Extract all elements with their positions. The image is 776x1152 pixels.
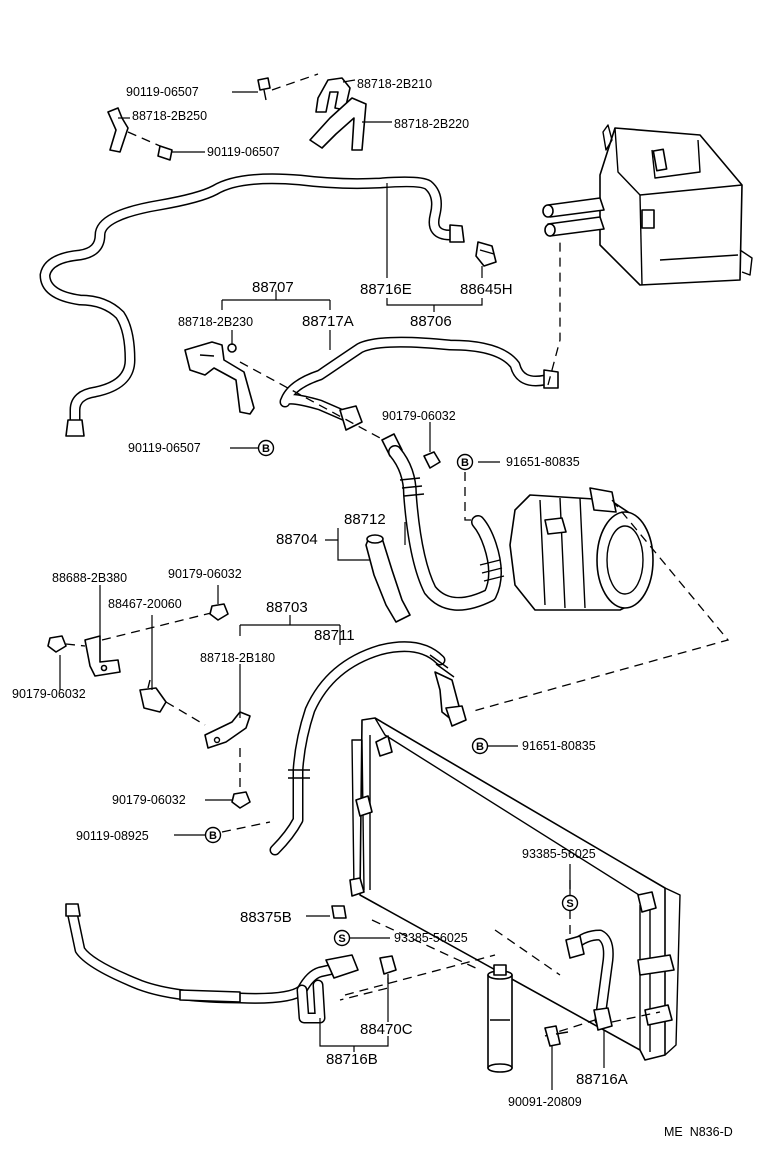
label-90179-06032-lower: 90179-06032 bbox=[112, 793, 186, 807]
label-88717a: 88717A bbox=[302, 313, 354, 330]
label-93385-56025-left: 93385-56025 bbox=[394, 931, 468, 945]
condenser bbox=[349, 717, 681, 1061]
svg-text:B: B bbox=[262, 443, 270, 455]
label-90119-06507-top: 90119-06507 bbox=[126, 85, 199, 99]
svg-text:S: S bbox=[338, 933, 345, 945]
label-88716b: 88716B bbox=[326, 1051, 378, 1068]
label-88645h: 88645H bbox=[460, 281, 513, 298]
svg-text:B: B bbox=[476, 741, 484, 753]
bolt-top-left bbox=[257, 77, 271, 101]
badge-s-2: S bbox=[333, 929, 351, 947]
label-88706: 88706 bbox=[410, 313, 452, 330]
evaporator-unit bbox=[542, 124, 753, 286]
label-88688-2b380: 88688-2B380 bbox=[52, 571, 127, 585]
badge-b-4: B bbox=[204, 826, 222, 844]
label-88718-2b250: 88718-2B250 bbox=[132, 109, 207, 123]
bracket-88718-2b210 bbox=[309, 77, 367, 151]
part-labels: 90119-06507 88718-2B210 88718-2B250 8871… bbox=[12, 77, 733, 1139]
nut-90179-upper bbox=[423, 451, 441, 469]
label-90119-06507-mid: 90119-06507 bbox=[207, 145, 280, 159]
svg-text:B: B bbox=[209, 830, 217, 842]
pipe-88711 bbox=[269, 641, 467, 856]
label-93385-56025-right: 93385-56025 bbox=[522, 847, 596, 861]
label-91651-80835-lower: 91651-80835 bbox=[522, 739, 596, 753]
label-90179-06032-left: 90179-06032 bbox=[12, 687, 86, 701]
label-88712: 88712 bbox=[344, 511, 386, 528]
pipe-88716b bbox=[65, 903, 359, 1024]
hose-88704 bbox=[365, 534, 411, 623]
label-91651-80835-upper: 91651-80835 bbox=[506, 455, 580, 469]
leader-lines bbox=[59, 79, 605, 1090]
pipe-88716e bbox=[39, 173, 465, 437]
diagram-code: ME N836-D bbox=[664, 1125, 733, 1139]
badge-b-3: B bbox=[471, 737, 489, 755]
label-90091-20809: 90091-20809 bbox=[508, 1095, 582, 1109]
hose-88712 bbox=[381, 433, 505, 611]
label-88718-2b220: 88718-2B220 bbox=[394, 117, 469, 131]
svg-text:S: S bbox=[566, 898, 573, 910]
bolt-90091 bbox=[544, 1025, 569, 1047]
label-88467-20060: 88467-20060 bbox=[108, 597, 182, 611]
label-88718-2b210: 88718-2B210 bbox=[357, 77, 432, 91]
switch-88467-20060 bbox=[139, 679, 167, 713]
badge-b-1: B bbox=[257, 439, 275, 457]
nut-90179-right bbox=[209, 603, 229, 621]
label-88716a: 88716A bbox=[576, 1071, 628, 1088]
valve-88375b bbox=[331, 905, 347, 919]
svg-text:B: B bbox=[461, 457, 469, 469]
bracket-88718-2b250 bbox=[107, 107, 129, 153]
pressure-switch-88645h bbox=[475, 241, 497, 267]
badge-s-1: S bbox=[561, 894, 579, 912]
bolt-mid-left bbox=[157, 145, 173, 161]
bracket-88688-2b380 bbox=[84, 635, 121, 677]
bracket-88718-2b230 bbox=[184, 341, 255, 415]
nut-left bbox=[47, 635, 67, 653]
label-88718-2b230: 88718-2B230 bbox=[178, 315, 253, 329]
label-90179-06032-upper: 90179-06032 bbox=[382, 409, 456, 423]
label-88375b: 88375B bbox=[240, 909, 292, 926]
nut-90179-lower bbox=[231, 791, 251, 809]
label-88707: 88707 bbox=[252, 279, 294, 296]
receiver-drier bbox=[487, 964, 513, 1073]
badge-b-2: B bbox=[456, 453, 474, 471]
label-88704: 88704 bbox=[276, 531, 318, 548]
label-90179-06032-right: 90179-06032 bbox=[168, 567, 242, 581]
bracket-88718-2b180 bbox=[204, 711, 251, 749]
label-88711: 88711 bbox=[314, 627, 355, 644]
label-88716e: 88716E bbox=[360, 281, 412, 298]
compressor bbox=[509, 487, 654, 611]
label-88703: 88703 bbox=[266, 599, 308, 616]
label-90119-06507-lower: 90119-06507 bbox=[128, 441, 201, 455]
pipe-88717a bbox=[279, 336, 559, 431]
label-90119-08925: 90119-08925 bbox=[76, 829, 149, 843]
label-88470c: 88470C bbox=[360, 1021, 413, 1038]
pipe-88716a bbox=[565, 929, 614, 1031]
label-88718-2b180: 88718-2B180 bbox=[200, 651, 275, 665]
cap-88470c bbox=[379, 955, 397, 975]
